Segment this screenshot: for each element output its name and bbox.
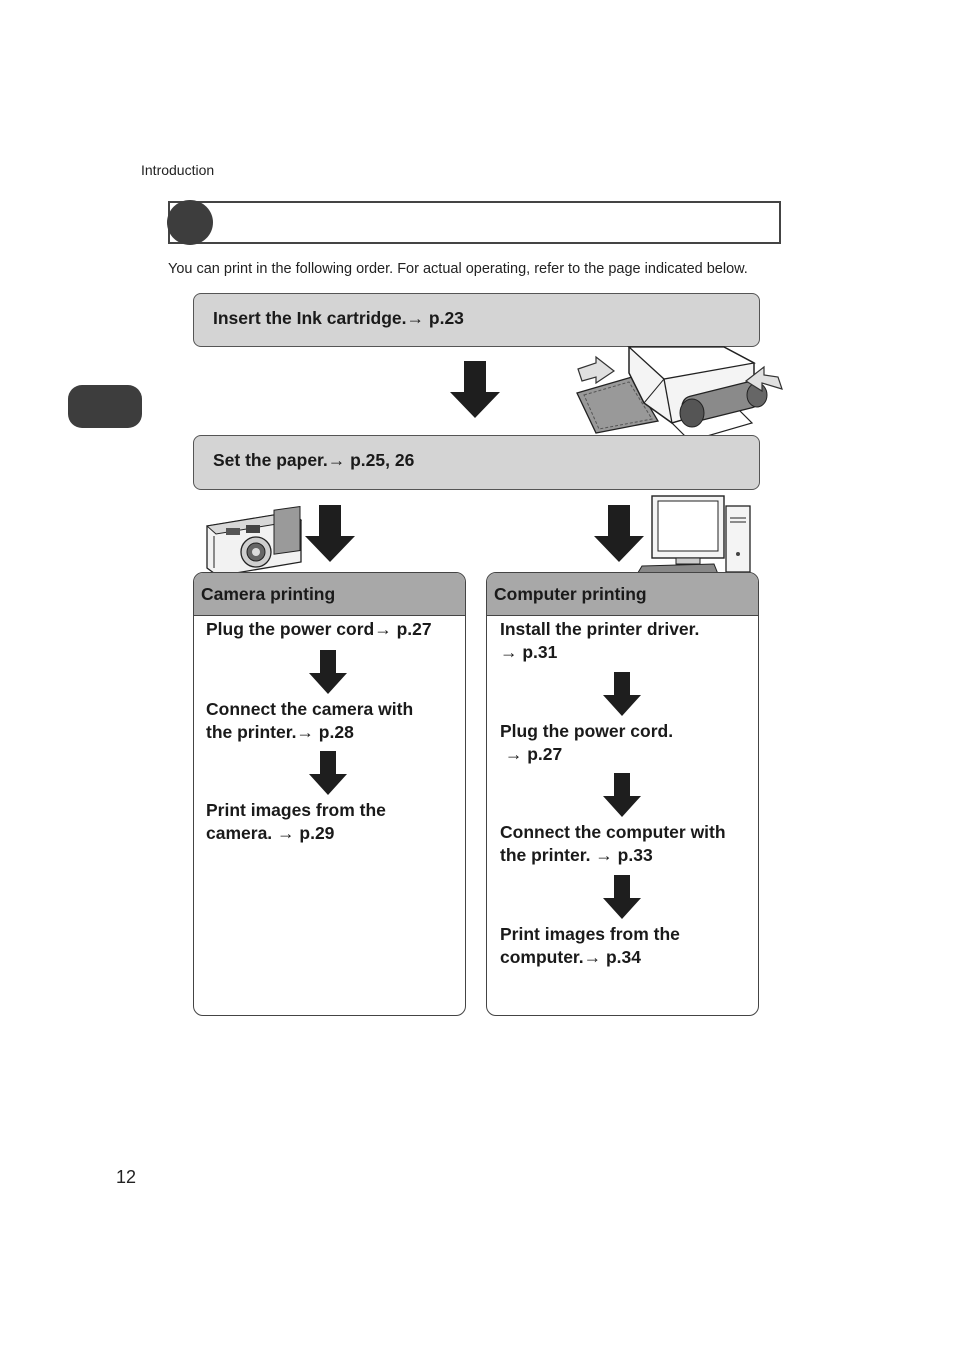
section-number-circle [167,200,213,245]
camera-printing-title: Camera printing [201,584,336,604]
camera-step-print-line1: Print images from the [206,800,386,820]
computer-step-power-line1: Plug the power cord. [500,721,674,741]
page-number: 12 [116,1167,137,1187]
intro-text: You can print in the following order. Fo… [168,261,748,277]
step-set-paper: Set the paper.→ p.25, 26 [193,435,760,490]
computer-illustration [632,494,754,581]
down-arrow-icon [305,505,355,562]
computer-step-print: Print images from the computer.→ p.34 [500,923,680,969]
down-arrow-icon [594,505,644,562]
computer-step-connect-line1: Connect the computer with [500,822,726,842]
camera-step-power-line1: Plug the power cord→ p.27 [206,619,432,639]
step-set-paper-label: Set the paper.→ p.25, 26 [213,450,415,470]
computer-step-driver-line2: → p.31 [500,642,558,662]
computer-step-connect: Connect the computer with the printer. →… [500,821,726,867]
camera-step-power: Plug the power cord→ p.27 [206,618,432,641]
down-arrow-icon [309,650,347,694]
computer-step-connect-line2: the printer. → p.33 [500,845,653,865]
camera-step-print: Print images from the camera. → p.29 [206,799,386,845]
camera-step-connect: Connect the camera with the printer.→ p.… [206,698,413,744]
chapter-side-tab [68,385,142,428]
camera-illustration [204,505,304,583]
computer-step-power-line2: → p.27 [500,744,563,764]
step-insert-ink-label: Insert the Ink cartridge.→ p.23 [213,308,464,328]
step-insert-ink: Insert the Ink cartridge.→ p.23 [193,293,760,347]
printer-illustration [574,333,784,450]
down-arrow-icon [603,773,641,817]
computer-step-power: Plug the power cord. → p.27 [500,720,673,766]
section-heading-bar [168,201,781,244]
down-arrow-icon [450,361,500,418]
computer-printing-title: Computer printing [494,584,647,604]
down-arrow-icon [603,875,641,919]
running-head: Introduction [141,162,215,178]
camera-printing-header: Camera printing [194,573,465,616]
camera-step-connect-line2: the printer.→ p.28 [206,722,354,742]
computer-printing-header: Computer printing [487,573,758,616]
computer-step-driver-line1: Install the printer driver. [500,619,700,639]
camera-printing-panel: Camera printing [193,572,466,1016]
camera-step-print-line2: camera. → p.29 [206,823,335,843]
down-arrow-icon [603,672,641,716]
camera-step-connect-line1: Connect the camera with [206,699,414,719]
computer-step-print-line1: Print images from the [500,924,680,944]
computer-step-driver: Install the printer driver. → p.31 [500,618,699,664]
down-arrow-icon [309,751,347,795]
computer-step-print-line2: computer.→ p.34 [500,947,642,967]
